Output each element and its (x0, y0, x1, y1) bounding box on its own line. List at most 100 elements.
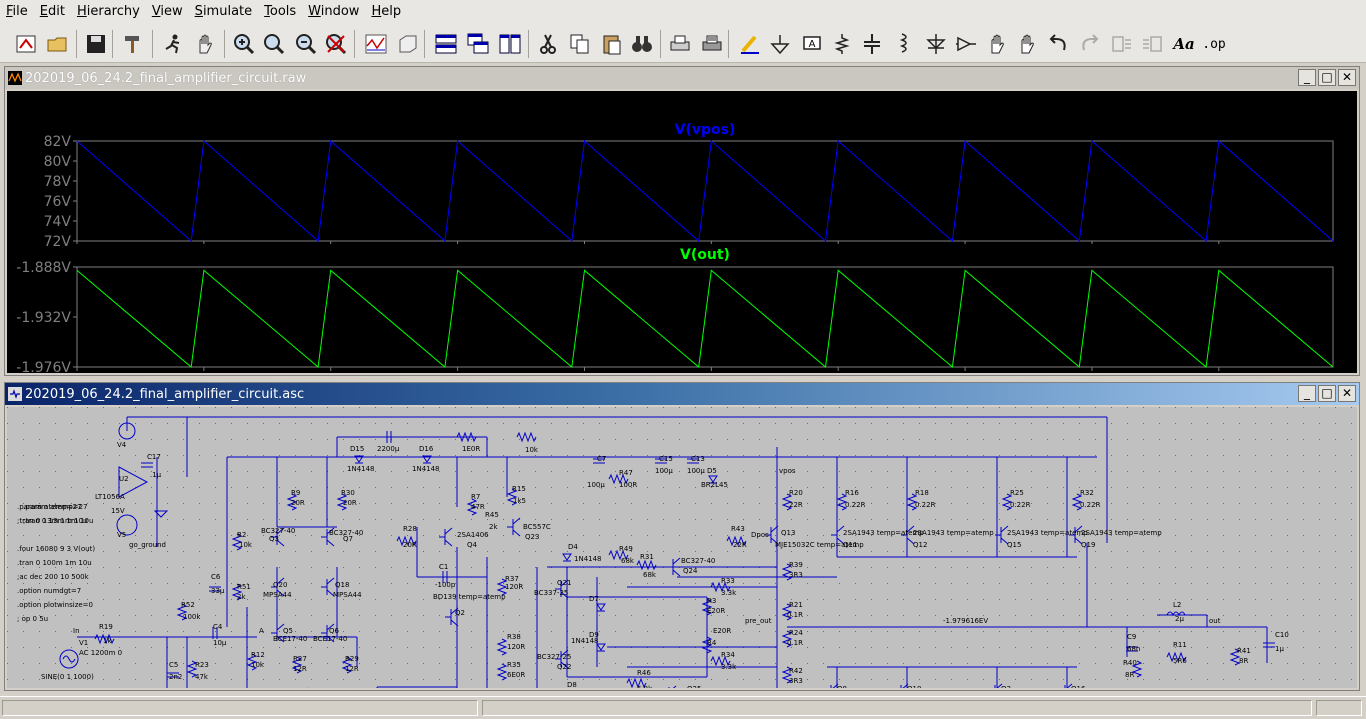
transistor-symbol[interactable] (1069, 525, 1083, 545)
component-label[interactable]: 33µ (211, 587, 225, 595)
minimize-button[interactable]: _ (1298, 69, 1316, 86)
trace-title[interactable]: V(out) (680, 247, 730, 263)
component-label[interactable]: C9 (1127, 633, 1136, 641)
run-button[interactable] (160, 30, 188, 58)
component-label[interactable]: R31 (640, 553, 654, 561)
component-label[interactable]: 15V (111, 507, 125, 515)
menu-hierarchy[interactable]: Hierarchy (76, 4, 140, 19)
resistor-symbol[interactable] (608, 473, 629, 485)
voltage-source-symbol[interactable] (118, 422, 136, 440)
component-label[interactable]: 1N4148 (412, 465, 440, 473)
save-button[interactable] (82, 30, 110, 58)
schematic-window[interactable]: 202019_06_24.2_final_amplifier_circuit.a… (4, 382, 1360, 691)
diode-button[interactable] (922, 30, 950, 58)
resistor-symbol[interactable] (286, 493, 298, 511)
inductor-button[interactable] (890, 30, 918, 58)
component-label[interactable]: 2SA1406 (457, 531, 489, 539)
resistor-symbol[interactable] (396, 535, 417, 547)
component-label[interactable]: Dpos (751, 531, 769, 539)
resistor-symbol[interactable] (231, 533, 243, 551)
spice-directive[interactable]: ;tran 0 13m 1m 10u (17, 517, 87, 525)
component-label[interactable]: Q2 (455, 609, 465, 617)
transistor-symbol[interactable] (507, 517, 521, 537)
control-panel-button[interactable] (12, 30, 40, 58)
component-label[interactable]: BC327-40 (261, 527, 295, 535)
component-label[interactable]: 20R (403, 541, 417, 549)
component-label[interactable]: R46 (637, 669, 651, 677)
component-label[interactable]: V5 (117, 531, 126, 539)
transistor-symbol[interactable] (1059, 683, 1073, 688)
resistor-symbol[interactable] (231, 583, 243, 601)
component-label[interactable]: Q25 (687, 685, 701, 688)
component-label[interactable]: R29 (345, 655, 359, 663)
find-button[interactable] (628, 30, 656, 58)
3d-button[interactable] (394, 30, 422, 58)
transistor-symbol[interactable] (271, 623, 285, 643)
component-label[interactable]: L2 (1173, 601, 1181, 609)
inductor-symbol[interactable] (1166, 611, 1186, 617)
tile-horizontal-button[interactable] (432, 30, 460, 58)
resistor-symbol[interactable] (1166, 651, 1187, 663)
component-label[interactable]: BC337-25 (534, 589, 568, 597)
autorange-button[interactable] (362, 30, 390, 58)
resistor-symbol[interactable] (836, 493, 848, 511)
transistor-symbol[interactable] (439, 527, 453, 547)
component-label[interactable]: BCE17-40 (313, 635, 347, 643)
component-label[interactable]: 68n (1127, 645, 1140, 653)
print-setup-button[interactable] (698, 30, 726, 58)
resistor-symbol[interactable] (516, 431, 537, 443)
resistor-symbol[interactable] (1131, 660, 1143, 678)
text-button[interactable]: Aa (1170, 30, 1198, 58)
component-label[interactable]: 2k (489, 523, 498, 531)
cascade-button[interactable] (464, 30, 492, 58)
component-label[interactable]: 1k (103, 637, 112, 645)
resistor-button[interactable] (828, 30, 856, 58)
diode-symbol[interactable] (354, 455, 364, 464)
component-label[interactable]: out (1209, 617, 1221, 625)
menu-view[interactable]: View (151, 4, 183, 19)
component-label[interactable]: ;tran 0 13m 1m 10u (23, 517, 93, 525)
resistor-symbol[interactable] (176, 603, 188, 621)
resistor-symbol[interactable] (94, 633, 115, 645)
component-label[interactable]: Q7 (343, 535, 353, 543)
component-label[interactable]: A (259, 627, 264, 635)
transistor-symbol[interactable] (321, 623, 335, 643)
spice-directive[interactable]: .param atemp=27 (17, 503, 82, 511)
component-label[interactable]: 100k (183, 613, 201, 621)
component-label[interactable]: C10 (1275, 631, 1289, 639)
waveform-title-bar[interactable]: 202019_06_24.2_final_amplifier_circuit.r… (5, 67, 1359, 89)
resistor-symbol[interactable] (906, 493, 918, 511)
component-label[interactable]: 2n2 (169, 673, 182, 681)
label-net-button[interactable]: A (798, 30, 826, 58)
spice-directive[interactable]: .option numdgt=7 (17, 587, 81, 595)
component-label[interactable]: SINE(0 1 1000) (41, 673, 94, 681)
transistor-symbol[interactable] (271, 527, 285, 547)
resistor-symbol[interactable] (710, 581, 731, 593)
transistor-symbol[interactable] (995, 525, 1009, 545)
component-label[interactable]: 8R (1125, 671, 1134, 679)
component-label[interactable]: Q16 (1071, 685, 1086, 688)
open-button[interactable] (44, 30, 72, 58)
spice-directive[interactable]: ; op 0 5u (17, 615, 48, 623)
component-label[interactable]: R11 (1173, 641, 1187, 649)
diode-symbol[interactable] (422, 455, 432, 464)
component-label[interactable]: 8R (1239, 657, 1248, 665)
minimize-button[interactable]: _ (1298, 385, 1316, 402)
component-label[interactable]: 1N4148 (347, 465, 375, 473)
component-label[interactable]: R51 (237, 583, 251, 591)
component-label[interactable]: MJE15032C temp=atemp (775, 541, 864, 549)
component-label[interactable]: R21 (789, 601, 803, 609)
component-label[interactable]: Q4 (467, 541, 478, 549)
component-label[interactable]: Q10 (907, 685, 921, 688)
trace-out[interactable] (76, 269, 1334, 368)
component-label[interactable]: 100µ (655, 467, 673, 475)
component-label[interactable]: R25 (1010, 489, 1024, 497)
transistor-symbol[interactable] (445, 607, 459, 627)
component-label[interactable]: -100p (435, 581, 456, 589)
component-label[interactable]: 6E0R (507, 671, 525, 679)
resistor-symbol[interactable] (781, 630, 793, 648)
resistor-symbol[interactable] (781, 563, 793, 581)
component-label[interactable]: C6 (211, 573, 221, 581)
component-label[interactable]: C5 (169, 661, 178, 669)
component-label[interactable]: 10k (251, 661, 265, 669)
